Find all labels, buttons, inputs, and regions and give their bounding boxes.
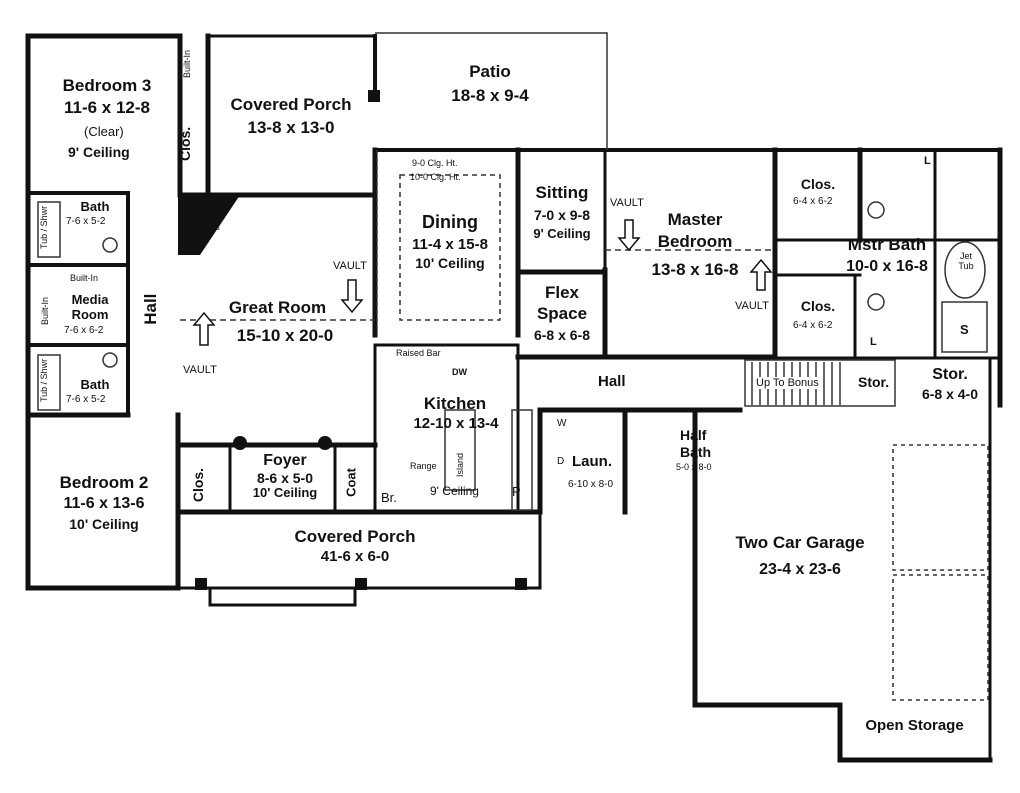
flex-space-name1: Flex <box>544 283 580 302</box>
jet-tub-label: Jet Tub <box>958 251 974 271</box>
hall-left-label: Hall <box>141 293 161 325</box>
island-label: Island <box>455 452 465 477</box>
sitting-name: Sitting <box>535 183 589 202</box>
bath-top-name: Bath <box>80 199 110 214</box>
half-bath-name1: Half <box>680 427 707 443</box>
coat-closet-label: Coat <box>343 468 359 497</box>
media-built-in-side: Built-In <box>40 296 50 325</box>
mstr-bath-name: Mstr Bath <box>847 235 927 254</box>
storage-name: Stor. <box>932 366 968 383</box>
dining-dim: 11-4 x 15-8 <box>412 236 488 253</box>
closet-mid-dim: 6-4 x 6-2 <box>793 320 833 331</box>
patio-name: Patio <box>469 62 511 81</box>
bath-bottom-name: Bath <box>80 377 110 392</box>
vault-label-great-room-left: VAULT <box>183 364 217 376</box>
media-room-name1: Media <box>71 292 109 307</box>
vault-label-great-room-right: VAULT <box>333 260 367 272</box>
closet-top-dim: 6-4 x 6-2 <box>793 196 833 207</box>
stor-small-label: Stor. <box>858 374 890 390</box>
kitchen-ceiling: 9' Ceiling <box>430 484 479 498</box>
kitchen-name: Kitchen <box>423 394 487 413</box>
mstr-bath-dim: 10-0 x 16-8 <box>846 258 928 275</box>
bath-top-dim: 7-6 x 5-2 <box>66 216 106 227</box>
dining-clg2: 10-0 Clg. Ht. <box>410 172 461 182</box>
pantry-label: P <box>512 484 521 499</box>
bath-bottom-dim: 7-6 x 5-2 <box>66 394 106 405</box>
vault-label-master-top: VAULT <box>610 197 644 209</box>
dining-name: Dining <box>422 212 478 232</box>
lav-top-label: L <box>924 155 931 167</box>
sitting-ceiling: 9' Ceiling <box>533 226 591 241</box>
bedroom2-name: Bedroom 2 <box>59 473 149 492</box>
closet-top-name: Clos. <box>800 176 836 192</box>
half-bath-name2: Bath <box>680 444 712 460</box>
bedroom3-name: Bedroom 3 <box>62 76 152 95</box>
master-bedroom-name1: Master <box>667 210 723 229</box>
bedroom2-dim: 11-6 x 13-6 <box>63 495 145 512</box>
foyer-name: Foyer <box>263 452 307 469</box>
bedroom3-closet-label: Clos. <box>176 126 193 162</box>
lav-bottom-label: L <box>870 336 877 348</box>
bedroom2-closet-label: Clos. <box>189 467 206 503</box>
broom-closet-label: Br. <box>381 490 397 505</box>
washer-label: W <box>557 418 567 429</box>
foyer-dim: 8-6 x 5-0 <box>256 470 314 486</box>
flex-space-name2: Space <box>536 304 588 323</box>
flex-space-dim: 6-8 x 6-8 <box>533 327 591 343</box>
covered-porch-front-name: Covered Porch <box>294 527 416 546</box>
bedroom3-built-in: Built-In <box>182 49 192 78</box>
half-bath-dim: 5-0 x 8-0 <box>676 462 712 472</box>
hall-center-label: Hall <box>598 373 626 390</box>
laundry-dim: 6-10 x 8-0 <box>568 479 614 490</box>
great-room-dim: 15-10 x 20-0 <box>236 326 334 345</box>
up-to-bonus-label: Up To Bonus <box>756 377 819 389</box>
bedroom2-ceiling: 10' Ceiling <box>69 516 139 532</box>
sitting-dim: 7-0 x 9-8 <box>533 207 591 223</box>
gas-logs-label: Gas Logs <box>200 212 220 232</box>
tub-shwr-bottom: Tub / Shwr <box>39 358 49 402</box>
garage-dim: 23-4 x 23-6 <box>759 561 841 578</box>
dining-clg1: 9-0 Clg. Ht. <box>412 158 458 168</box>
range-label: Range <box>410 461 437 471</box>
kitchen-dim: 12-10 x 13-4 <box>413 415 499 432</box>
master-bedroom-dim: 13-8 x 16-8 <box>651 260 739 279</box>
bedroom3-clear: (Clear) <box>84 124 124 139</box>
garage-name: Two Car Garage <box>735 533 865 552</box>
storage-dim: 6-8 x 4-0 <box>921 386 979 402</box>
laundry-name: Laun. <box>572 453 612 470</box>
covered-porch-back-name: Covered Porch <box>230 95 352 114</box>
dishwasher-label: DW <box>452 367 467 377</box>
bedroom3-dim: 11-6 x 12-8 <box>63 98 150 117</box>
foyer-ceiling: 10' Ceiling <box>252 485 318 500</box>
dryer-label: D <box>557 456 565 467</box>
vault-label-master-bottom: VAULT <box>735 300 769 312</box>
tub-shwr-top: Tub / Shwr <box>39 205 49 249</box>
media-room-dim: 7-6 x 6-2 <box>64 325 104 336</box>
media-built-in-top: Built-In <box>70 273 99 283</box>
patio-dim: 18-8 x 9-4 <box>451 86 529 105</box>
media-room-name2: Room <box>71 307 109 322</box>
closet-mid-name: Clos. <box>800 298 836 314</box>
shower-label: S <box>960 322 969 337</box>
master-bedroom-name2: Bedroom <box>657 232 733 251</box>
great-room-name: Great Room <box>228 298 327 317</box>
open-storage-name: Open Storage <box>865 717 964 734</box>
covered-porch-back-dim: 13-8 x 13-0 <box>247 118 335 137</box>
bedroom3-ceiling: 9' Ceiling <box>68 144 130 160</box>
dining-ceiling: 10' Ceiling <box>415 255 485 271</box>
covered-porch-front-dim: 41-6 x 6-0 <box>320 548 390 565</box>
raised-bar-label: Raised Bar <box>396 348 441 358</box>
